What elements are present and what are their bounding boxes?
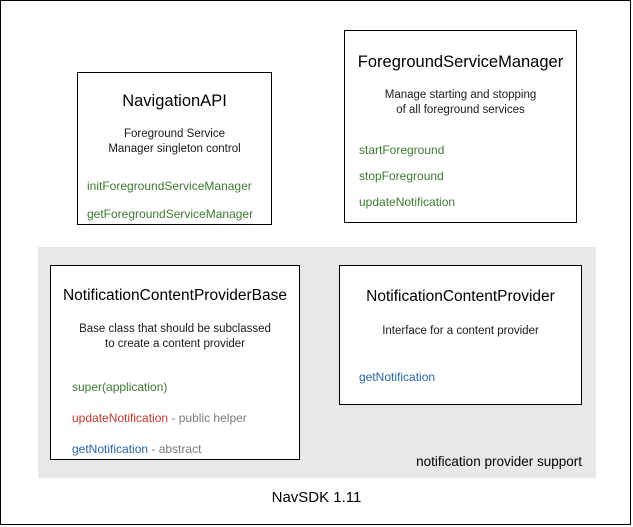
- member-name: stopForeground: [359, 169, 444, 184]
- member-name: getNotification: [359, 369, 436, 384]
- member-name: initForegroundServiceManager: [87, 179, 252, 194]
- member-name: getNotification: [72, 442, 149, 457]
- class-description-notification-content-provider: Interface for a content provider: [340, 324, 581, 339]
- member-row[interactable]: getNotification - abstract: [72, 443, 299, 455]
- class-box-notification-content-provider[interactable]: NotificationContentProvider Interface fo…: [339, 265, 582, 405]
- member-row[interactable]: updateNotification - public helper: [72, 412, 299, 424]
- member-list-notification-content-provider-base: super(application) updateNotification - …: [72, 381, 299, 455]
- diagram-footer-label: NavSDK 1.11: [271, 489, 362, 506]
- class-description-line: Base class that should be subclassed: [79, 322, 271, 335]
- member-list-navigation-api: initForegroundServiceManager getForegrou…: [87, 180, 271, 220]
- class-description-navigation-api: Foreground Service Manager singleton con…: [78, 127, 271, 158]
- class-description-line: Manage starting and stopping: [384, 88, 537, 101]
- group-caption-label: notification provider support: [416, 454, 582, 469]
- class-box-navigation-api[interactable]: NavigationAPI Foreground Service Manager…: [77, 72, 272, 225]
- class-description-notification-content-provider-base: Base class that should be subclassed to …: [51, 322, 299, 353]
- class-description-line: Interface for a content provider: [382, 324, 539, 337]
- class-title-notification-content-provider-base: NotificationContentProviderBase: [62, 287, 287, 304]
- class-description-line: Foreground Service: [124, 127, 225, 140]
- member-name: startForeground: [359, 143, 445, 158]
- member-name: updateNotification: [72, 411, 169, 426]
- member-row[interactable]: super(application): [72, 381, 299, 393]
- class-description-line: to create a content provider: [105, 337, 245, 350]
- member-row[interactable]: updateNotification: [359, 196, 576, 208]
- member-note: - public helper: [168, 411, 247, 426]
- member-note: - abstract: [148, 442, 202, 457]
- member-row[interactable]: stopForeground: [359, 170, 576, 182]
- class-title-foreground-service-manager: ForegroundServiceManager: [357, 53, 564, 71]
- member-row[interactable]: startForeground: [359, 144, 576, 156]
- member-row[interactable]: getForegroundServiceManager: [87, 208, 271, 220]
- member-list-foreground-service-manager: startForeground stopForeground updateNot…: [359, 144, 576, 208]
- class-box-notification-content-provider-base[interactable]: NotificationContentProviderBase Base cla…: [50, 265, 300, 460]
- member-row[interactable]: getNotification: [359, 371, 581, 383]
- class-box-foreground-service-manager[interactable]: ForegroundServiceManager Manage starting…: [344, 30, 577, 223]
- class-title-notification-content-provider: NotificationContentProvider: [366, 288, 555, 305]
- member-row[interactable]: initForegroundServiceManager: [87, 180, 271, 192]
- class-title-navigation-api: NavigationAPI: [122, 92, 227, 110]
- class-description-foreground-service-manager: Manage starting and stopping of all fore…: [345, 88, 576, 119]
- member-name: updateNotification: [359, 195, 456, 210]
- member-list-notification-content-provider: getNotification: [359, 371, 581, 383]
- class-description-line: of all foreground services: [396, 104, 525, 117]
- class-description-line: Manager singleton control: [108, 143, 241, 156]
- member-name: getForegroundServiceManager: [87, 207, 254, 222]
- member-name: super(application): [72, 380, 168, 395]
